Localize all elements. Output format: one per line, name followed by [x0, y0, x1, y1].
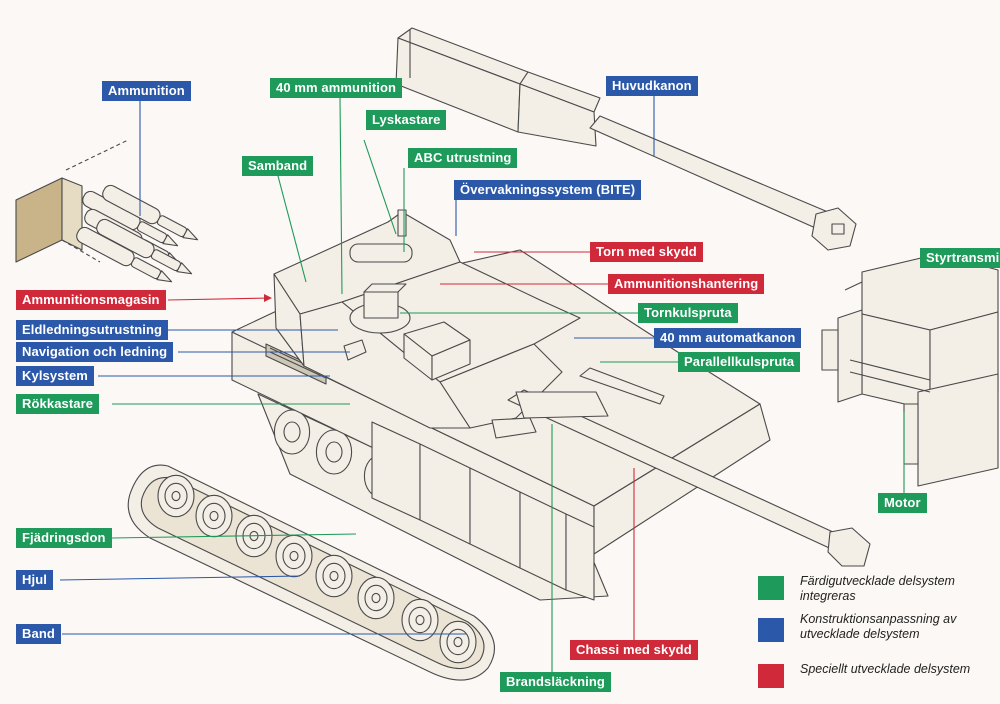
label-eldledningsutrustning: Eldledningsutrustning	[16, 320, 169, 340]
label-parallellkulspruta: Parallellkulspruta	[678, 352, 801, 372]
road-wheel	[283, 421, 301, 443]
track-wheel	[171, 490, 181, 502]
leader-arrow-ammunitionsmagasin	[264, 294, 272, 302]
label-40mm-automatkanon: 40 mm automatkanon	[654, 328, 802, 348]
label-kylsystem: Kylsystem	[16, 366, 94, 386]
leader-line-lyskastare	[363, 139, 397, 235]
label-overvakningssystem: Övervakningssystem (BITE)	[454, 180, 642, 200]
label-band: Band	[16, 624, 61, 644]
legend-swatch-blue	[758, 618, 784, 642]
legend-text-red: Speciellt utvecklade delsystem	[800, 662, 971, 676]
legend-text-green: Färdigutvecklade delsystem integreras	[800, 574, 955, 603]
leader-line-hjul	[59, 575, 301, 581]
track-wheel	[289, 550, 299, 562]
legend-swatch-red	[758, 664, 784, 688]
label-styrtransmission: Styrtransmi	[920, 248, 1000, 268]
label-chassi-med-skydd: Chassi med skydd	[570, 640, 698, 660]
legend-swatch-green	[758, 576, 784, 600]
label-ammunition: Ammunition	[102, 81, 191, 101]
label-samband: Samband	[242, 156, 314, 176]
road-wheel	[325, 441, 343, 463]
engine-illustration	[821, 253, 999, 487]
label-fjadringsdon: Fjädringsdon	[16, 528, 112, 548]
label-brandslackning: Brandsläckning	[500, 672, 611, 692]
ammunition-crate-illustration	[15, 139, 199, 283]
label-rokkastare: Rökkastare	[16, 394, 100, 414]
label-hjul: Hjul	[16, 570, 53, 590]
turret-illustration	[273, 209, 871, 567]
label-navigation-och-ledning: Navigation och ledning	[16, 342, 174, 362]
label-tornkulspruta: Tornkulspruta	[638, 303, 738, 323]
label-ammunitionshantering: Ammunitionshantering	[608, 274, 765, 294]
label-abc-utrustning: ABC utrustning	[408, 148, 518, 168]
main-gun-illustration	[395, 27, 857, 251]
track-wheel	[209, 510, 219, 522]
track-wheel	[371, 592, 381, 604]
label-motor: Motor	[878, 493, 927, 513]
track-wheel	[329, 570, 339, 582]
label-40mm-ammunition: 40 mm ammunition	[270, 78, 403, 98]
leader-line-ammunitionsmagasin	[167, 297, 271, 301]
leader-line-samband	[277, 175, 307, 283]
track-wheel	[415, 614, 425, 626]
leader-line-mm40-ammunition	[339, 97, 343, 295]
legend-text-blue: Konstruktionsanpassning av utvecklade de…	[800, 612, 957, 641]
label-lyskastare: Lyskastare	[366, 110, 447, 130]
track-wheel	[453, 636, 463, 648]
label-torn-med-skydd: Torn med skydd	[590, 242, 703, 262]
label-ammunitionsmagasin: Ammunitionsmagasin	[16, 290, 166, 310]
label-huvudkanon: Huvudkanon	[606, 76, 698, 96]
leader-line-fjadringsdon	[111, 533, 357, 539]
